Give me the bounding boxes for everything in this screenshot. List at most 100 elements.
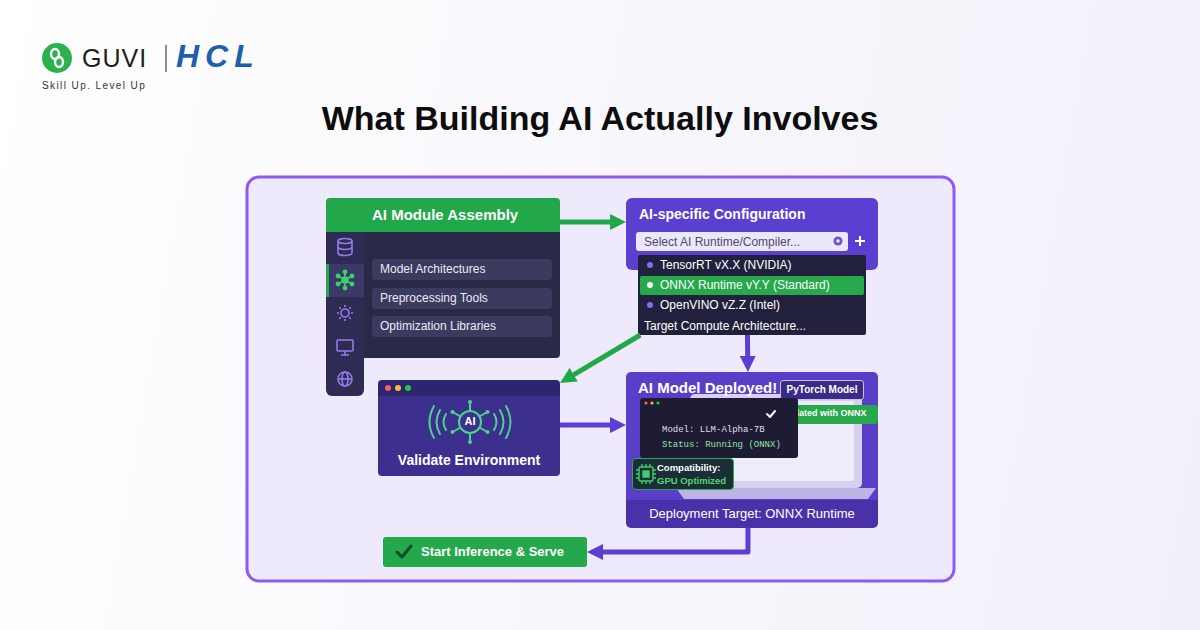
dropdown-list: TensorRT vX.X (NVIDIA) OpenVINO vZ.Z (Int… [638,255,866,335]
chip-icon [643,471,649,477]
network-icon [343,270,346,273]
logo-divider [165,45,166,72]
module-item: Model Architectures [372,259,552,280]
globe-icon [342,372,348,386]
ai-icon-node [486,430,490,434]
footer-text: Deployment Target: ONNX Runtime [626,506,878,522]
window-dot [385,385,391,391]
sidebar-highlight-bar [326,264,329,297]
network-icon [350,282,353,285]
monitor-icon [341,351,349,355]
settings-icon [337,305,353,321]
flow-arrow [560,423,618,428]
flow-arrow [567,335,640,379]
item-label: Model Architectures [380,262,485,276]
item-label: Optimization Libraries [380,319,496,333]
chip-icon [636,464,656,484]
diagram-title: What Building AI Actually Involves [0,99,1200,138]
laptop-base [676,488,876,499]
globe-icon [338,372,352,386]
ai-icon-node [486,410,490,414]
tagline: Skill Up. Level Up [42,80,146,92]
database-icon [338,247,352,250]
badge-text: PyTorch Model [781,384,863,396]
network-icon [350,274,353,277]
chip-label: Compatibility: [657,462,720,473]
item-label: Preprocessing Tools [380,291,488,305]
check-icon [397,546,411,557]
logo-glyph [51,49,59,59]
frame-panel [247,177,954,581]
database-icon [338,239,352,256]
database-icon [338,241,352,256]
flow-arrow [595,528,748,552]
brand-name: HCL [176,37,260,75]
selected-option: ONNX Runtime vY.Y (Standard) [640,276,864,295]
box-title: AI Model Deployed! [638,379,777,397]
globe-icon [338,372,352,386]
module-item: Preprocessing Tools [372,288,552,309]
box-title: AI Module Assembly [372,206,518,224]
settings-icon [337,305,353,321]
database-icon [338,239,352,244]
box-title: AI-specific Configuration [639,206,805,223]
ai-icon-node [451,430,455,434]
terminal-window: Model: LLM-Alpha-7B Status: Running (ONNX… [640,398,798,458]
flow-arrow [745,335,750,364]
monitor-icon [337,340,353,351]
process-box: Validate Environment [378,380,560,476]
settings-icon [341,309,349,317]
option-label: TensorRT vX.X (NVIDIA) [660,258,792,272]
info-chip: Compatibility: GPU Optimized [632,458,734,490]
network-icon [343,286,346,289]
option-bullet [647,262,653,268]
ai-icon-core [459,411,481,433]
ai-icon-nodes [451,400,490,444]
laptop-screen-frame [690,394,862,488]
process-box: AI Module AssemblyModel ArchitecturesPre… [326,198,560,358]
signal-waves [430,406,447,438]
signal-waves [494,406,511,438]
button-label: Start Inference & Serve [421,544,564,560]
terminal-line: Status: Running (ONNX) [662,440,781,451]
chip-icon [639,467,653,481]
option-bullet [647,302,653,308]
gear-icon [834,237,843,246]
network-icon [336,274,339,277]
monitor-icon [337,340,353,355]
gear-icon [836,239,840,243]
sidebar-highlight [326,264,364,297]
window-dot [644,401,647,404]
ai-icon-rays [454,403,487,441]
option-label: OpenVINO vZ.Z (Intel) [660,298,780,312]
plus-icon [855,236,865,246]
window-dot [405,385,411,391]
network-icon [338,272,352,288]
network-icon [336,270,353,289]
chip-value: GPU Optimized [657,475,726,486]
terminal-line: Model: LLM-Alpha-7B [662,425,765,436]
chip-icon [636,464,656,484]
ai-icon-node [468,440,472,444]
ai-icon [430,403,511,441]
action-button: Start Inference & Serve [383,537,587,567]
box-title: Validate Environment [378,452,560,469]
brand-name: GUVI [82,43,147,73]
sidebar-panel [326,232,364,396]
window-dot [656,401,659,404]
logo-glyph [55,57,63,67]
process-box: AI Model Deployed! Deployment Target: ONN… [626,372,878,528]
option-label: Target Compute Architecture... [644,319,806,333]
network-icon [336,282,339,285]
globe-icon [338,378,352,380]
option-bullet [647,282,653,288]
tag-badge: PyTorch Model [780,380,864,400]
ai-icon-node [451,410,455,414]
window-dot [395,385,401,391]
